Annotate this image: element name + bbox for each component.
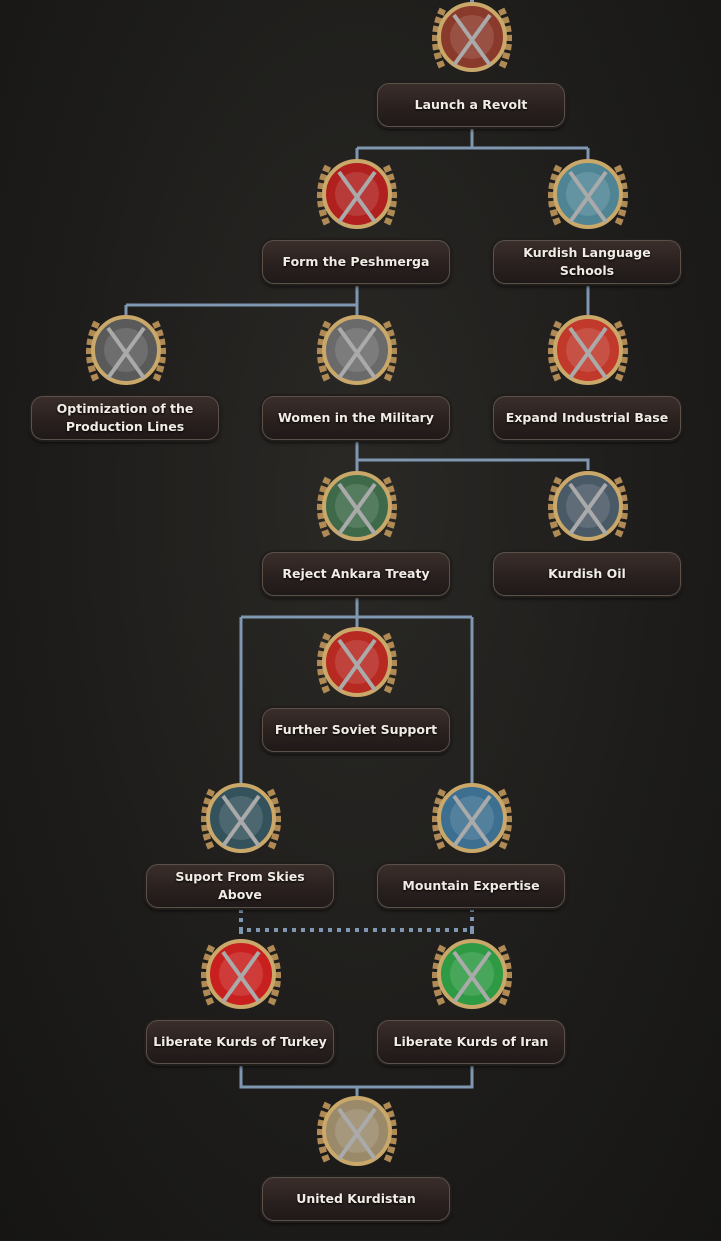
focus-label: Kurdish Language Schools xyxy=(493,240,681,284)
focus-label: Reject Ankara Treaty xyxy=(262,552,450,596)
focus-label: Optimization of the Production Lines xyxy=(31,396,219,440)
focus-launch-a-revolt[interactable]: Launch a Revolt xyxy=(377,0,567,147)
focus-suport-from-skies-above[interactable]: Suport From Skies Above xyxy=(146,768,336,928)
oil-derrick-icon xyxy=(547,471,629,541)
torn-document-icon xyxy=(316,471,398,541)
focus-women-in-the-military[interactable]: Women in the Military xyxy=(262,300,452,460)
focus-label: Women in the Military xyxy=(262,396,450,440)
iran-flag-swords-icon xyxy=(431,939,513,1009)
crossed-swords-icon xyxy=(431,2,513,72)
focus-label: Suport From Skies Above xyxy=(146,864,334,908)
focus-united-kurdistan[interactable]: United Kurdistan xyxy=(262,1081,452,1241)
focus-label: Form the Peshmerga xyxy=(262,240,450,284)
airplane-icon xyxy=(200,783,282,853)
tank-icon xyxy=(85,315,167,385)
focus-label: Mountain Expertise xyxy=(377,864,565,908)
focus-label: Launch a Revolt xyxy=(377,83,565,127)
red-flag-worker-icon xyxy=(547,315,629,385)
focus-label: Further Soviet Support xyxy=(262,708,450,752)
focus-reject-ankara-treaty[interactable]: Reject Ankara Treaty xyxy=(262,456,452,616)
focus-liberate-kurds-of-turkey[interactable]: Liberate Kurds of Turkey xyxy=(146,924,336,1084)
soldiers-plane-icon xyxy=(316,315,398,385)
focus-kurdish-oil[interactable]: Kurdish Oil xyxy=(493,456,683,616)
focus-optimization-of-the-production-lines[interactable]: Optimization of the Production Lines xyxy=(31,300,221,460)
focus-form-the-peshmerga[interactable]: Form the Peshmerga xyxy=(262,144,452,304)
turkey-flag-swords-icon xyxy=(200,939,282,1009)
focus-kurdish-language-schools[interactable]: Kurdish Language Schools xyxy=(493,144,683,304)
focus-expand-industrial-base[interactable]: Expand Industrial Base xyxy=(493,300,683,460)
focus-liberate-kurds-of-iran[interactable]: Liberate Kurds of Iran xyxy=(377,924,567,1084)
focus-label: Liberate Kurds of Iran xyxy=(377,1020,565,1064)
focus-label: Liberate Kurds of Turkey xyxy=(146,1020,334,1064)
focus-label: Expand Industrial Base xyxy=(493,396,681,440)
focus-further-soviet-support[interactable]: Further Soviet Support xyxy=(262,612,452,772)
focus-label: United Kurdistan xyxy=(262,1177,450,1221)
kurdistan-map-icon xyxy=(316,1096,398,1166)
focus-mountain-expertise[interactable]: Mountain Expertise xyxy=(377,768,567,928)
shield-emblem-icon xyxy=(316,159,398,229)
soviet-star-icon xyxy=(316,627,398,697)
mountain-icon xyxy=(431,783,513,853)
flask-icon xyxy=(547,159,629,229)
focus-label: Kurdish Oil xyxy=(493,552,681,596)
